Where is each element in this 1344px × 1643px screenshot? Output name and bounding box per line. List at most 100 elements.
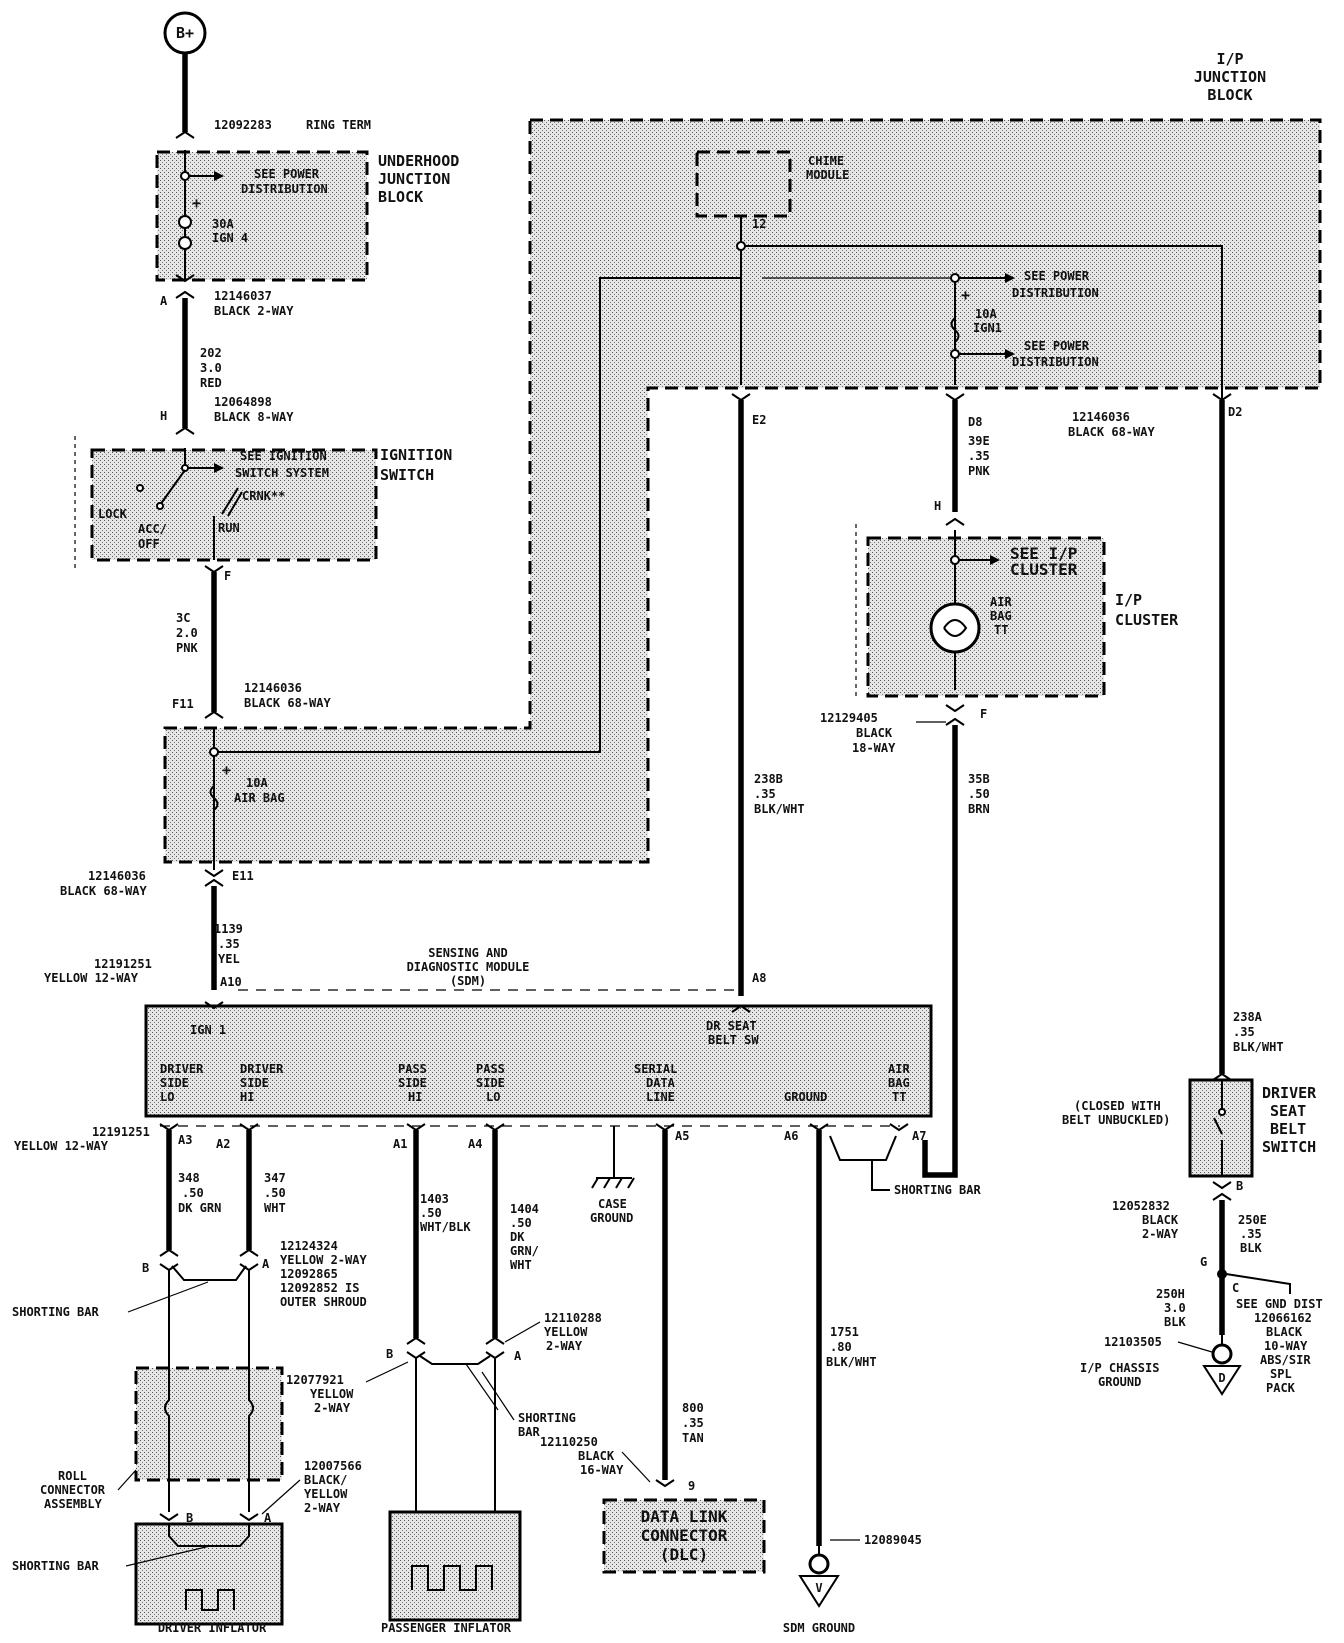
svg-text:DRIVER: DRIVER xyxy=(160,1062,204,1076)
svg-text:RED: RED xyxy=(200,376,222,390)
svg-text:3C: 3C xyxy=(176,611,190,625)
svg-text:BLACK 68-WAY: BLACK 68-WAY xyxy=(60,884,147,898)
svg-text:A10: A10 xyxy=(220,975,242,989)
svg-text:SEE POWER: SEE POWER xyxy=(1024,269,1090,283)
svg-text:HI: HI xyxy=(240,1090,254,1104)
svg-text:PASSENGER INFLATOR: PASSENGER INFLATOR xyxy=(381,1621,512,1635)
svg-text:2-WAY: 2-WAY xyxy=(546,1339,583,1353)
svg-text:12129405: 12129405 xyxy=(820,711,878,725)
svg-text:DISTRIBUTION: DISTRIBUTION xyxy=(1012,286,1099,300)
svg-text:ABS/SIR: ABS/SIR xyxy=(1260,1353,1311,1367)
svg-text:BLACK/: BLACK/ xyxy=(304,1473,347,1487)
svg-text:BLK/WHT: BLK/WHT xyxy=(826,1355,877,1369)
chime-module xyxy=(695,150,792,218)
svg-text:347: 347 xyxy=(264,1171,286,1185)
svg-text:RUN: RUN xyxy=(218,521,240,535)
svg-text:2-WAY: 2-WAY xyxy=(304,1501,341,1515)
svg-text:BLACK 2-WAY: BLACK 2-WAY xyxy=(214,304,294,318)
ip-cluster xyxy=(866,536,1106,698)
svg-text:OFF: OFF xyxy=(138,537,160,551)
svg-text:IGNITION: IGNITION xyxy=(380,446,452,464)
ignition-title: IGNITION SWITCH xyxy=(380,446,452,484)
svg-text:12092865: 12092865 xyxy=(280,1267,338,1281)
svg-text:.50: .50 xyxy=(968,787,990,801)
svg-text:A3: A3 xyxy=(178,1133,192,1147)
data-link-connector xyxy=(602,1498,766,1574)
svg-text:(CLOSED WITH: (CLOSED WITH xyxy=(1074,1099,1161,1113)
svg-text:.50: .50 xyxy=(264,1186,286,1200)
svg-text:(DLC): (DLC) xyxy=(660,1545,708,1564)
svg-text:.35: .35 xyxy=(754,787,776,801)
svg-text:12146036: 12146036 xyxy=(244,681,302,695)
svg-text:SEE I/P: SEE I/P xyxy=(1010,544,1077,563)
svg-text:10-WAY: 10-WAY xyxy=(1264,1339,1308,1353)
ground-distribution-note: SEE GND DIST 12066162 BLACK 10-WAY ABS/S… xyxy=(1236,1297,1323,1395)
svg-text:SEE IGNITION: SEE IGNITION xyxy=(240,449,327,463)
svg-text:CASE: CASE xyxy=(598,1197,627,1211)
svg-text:OUTER SHROUD: OUTER SHROUD xyxy=(280,1295,367,1309)
svg-text:238A: 238A xyxy=(1233,1010,1263,1024)
ipjb-block xyxy=(163,118,1322,864)
svg-text:BLACK: BLACK xyxy=(1142,1213,1179,1227)
svg-text:WHT/BLK: WHT/BLK xyxy=(420,1220,471,1234)
svg-text:12103505: 12103505 xyxy=(1104,1335,1162,1349)
svg-text:A: A xyxy=(262,1257,270,1271)
svg-text:SHORTING BAR: SHORTING BAR xyxy=(894,1183,981,1197)
svg-text:.35: .35 xyxy=(218,937,240,951)
svg-text:A1: A1 xyxy=(393,1137,407,1151)
svg-text:12064898: 12064898 xyxy=(214,395,272,409)
svg-text:DR SEAT: DR SEAT xyxy=(706,1019,757,1033)
svg-text:.80: .80 xyxy=(830,1340,852,1354)
svg-text:250E: 250E xyxy=(1238,1213,1267,1227)
svg-text:A2: A2 xyxy=(216,1137,230,1151)
svg-text:AIR: AIR xyxy=(990,595,1012,609)
svg-text:A5: A5 xyxy=(675,1129,689,1143)
svg-text:202: 202 xyxy=(200,346,222,360)
ipjb-title: I/P JUNCTION BLOCK xyxy=(1194,50,1266,104)
svg-text:1403: 1403 xyxy=(420,1192,449,1206)
svg-text:DRIVER INFLATOR: DRIVER INFLATOR xyxy=(158,1621,267,1635)
svg-text:BLACK: BLACK xyxy=(856,726,893,740)
svg-text:BLK: BLK xyxy=(1164,1315,1186,1329)
svg-text:BAG: BAG xyxy=(888,1076,910,1090)
svg-text:B: B xyxy=(186,1511,193,1525)
svg-text:12: 12 xyxy=(752,217,766,231)
sensing-diagnostic-module xyxy=(144,1004,933,1118)
svg-text:C: C xyxy=(1232,1281,1239,1295)
svg-text:DK: DK xyxy=(510,1230,525,1244)
svg-text:12191251: 12191251 xyxy=(92,1125,150,1139)
svg-text:12052832: 12052832 xyxy=(1112,1199,1170,1213)
svg-text:YELLOW 2-WAY: YELLOW 2-WAY xyxy=(280,1253,367,1267)
svg-text:WHT: WHT xyxy=(510,1258,532,1272)
svg-text:LINE: LINE xyxy=(646,1090,675,1104)
svg-text:18-WAY: 18-WAY xyxy=(852,741,896,755)
svg-text:BLOCK: BLOCK xyxy=(1207,86,1252,104)
svg-text:BRN: BRN xyxy=(968,802,990,816)
svg-text:BLOCK: BLOCK xyxy=(378,188,423,206)
svg-text:SENSING AND: SENSING AND xyxy=(428,946,507,960)
svg-text:BAR: BAR xyxy=(518,1425,540,1439)
svg-text:E2: E2 xyxy=(752,413,766,427)
svg-text:30A: 30A xyxy=(212,217,234,231)
svg-text:IGN 4: IGN 4 xyxy=(212,231,248,245)
svg-text:TT: TT xyxy=(994,623,1008,637)
svg-text:BLACK 8-WAY: BLACK 8-WAY xyxy=(214,410,294,424)
svg-text:GROUND: GROUND xyxy=(784,1090,827,1104)
svg-text:B: B xyxy=(142,1261,149,1275)
svg-text:YELLOW: YELLOW xyxy=(304,1487,348,1501)
svg-text:YELLOW: YELLOW xyxy=(544,1325,588,1339)
svg-text:12191251: 12191251 xyxy=(94,957,152,971)
underhood-junction-block xyxy=(155,150,369,282)
svg-text:A4: A4 xyxy=(468,1137,482,1151)
svg-text:BLK/WHT: BLK/WHT xyxy=(754,802,805,816)
svg-text:.35: .35 xyxy=(682,1416,704,1430)
svg-text:B: B xyxy=(1236,1179,1243,1193)
svg-text:AIR: AIR xyxy=(888,1062,910,1076)
svg-text:DATA: DATA xyxy=(646,1076,676,1090)
driver-inflator xyxy=(134,1522,284,1626)
svg-text:(SDM): (SDM) xyxy=(450,974,486,988)
svg-text:LO: LO xyxy=(160,1090,174,1104)
svg-text:WHT: WHT xyxy=(264,1201,286,1215)
ip-cluster-title: I/P CLUSTER xyxy=(1115,591,1179,629)
svg-text:39E: 39E xyxy=(968,434,990,448)
